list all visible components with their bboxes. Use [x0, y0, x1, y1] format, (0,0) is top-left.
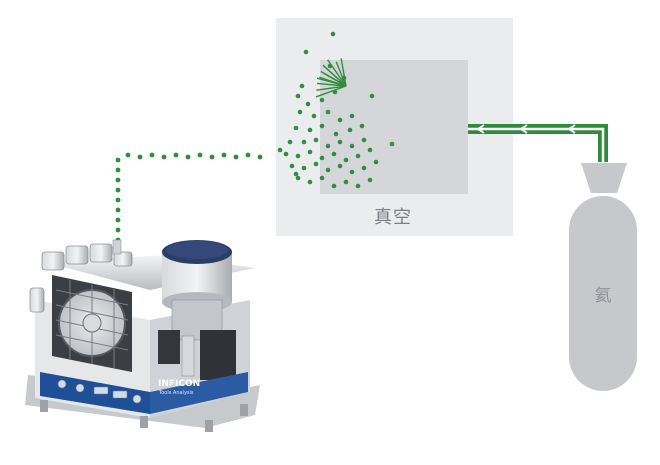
- helium-dot: [115, 207, 121, 213]
- helium-dot: [307, 149, 313, 155]
- burst-ray: [317, 82, 347, 87]
- helium-dot: [369, 93, 375, 99]
- helium-dot: [331, 151, 337, 157]
- helium-dot: [221, 152, 227, 158]
- helium-dot: [333, 131, 339, 137]
- burst-ray: [323, 72, 347, 87]
- helium-dot: [233, 154, 239, 160]
- helium-dot: [295, 93, 301, 99]
- instrument-subtitle: Tools Analysis: [158, 390, 194, 396]
- helium-dot: [367, 147, 373, 153]
- cylinder-label: 氦: [595, 286, 612, 306]
- helium-dot: [359, 123, 365, 129]
- helium-dot: [349, 143, 355, 149]
- burst-ray: [319, 76, 347, 87]
- burst-ray: [322, 64, 347, 87]
- burst-ray: [340, 58, 347, 87]
- instrument-brand: INFICON: [158, 379, 200, 389]
- helium-dot: [325, 143, 331, 149]
- leak-detector-instrument: INFICON Tools Analysis: [25, 239, 260, 432]
- flow-arrow-icon: [476, 124, 576, 134]
- helium-dot: [337, 139, 343, 145]
- helium-dot: [307, 127, 313, 133]
- helium-dot: [115, 187, 121, 193]
- helium-dot: [349, 169, 355, 175]
- helium-dot: [307, 179, 313, 185]
- helium-dot: [319, 97, 325, 103]
- helium-dot: [330, 31, 336, 37]
- helium-dot: [115, 227, 121, 233]
- helium-dot: [115, 197, 121, 203]
- helium-dot: [361, 137, 367, 143]
- helium-dot: [197, 152, 203, 158]
- helium-dot: [125, 152, 131, 158]
- chamber-label: 真空: [374, 207, 412, 228]
- helium-dot: [297, 109, 303, 115]
- helium-dot: [337, 163, 343, 169]
- helium-dot: [257, 154, 263, 160]
- helium-dot: [325, 167, 331, 173]
- helium-dot: [277, 147, 283, 153]
- helium-dot: [209, 154, 215, 160]
- helium-dot: [355, 153, 361, 159]
- helium-dot: [313, 137, 319, 143]
- helium-cylinder: 氦: [569, 163, 637, 391]
- helium-dot: [319, 175, 325, 181]
- helium-dot: [325, 109, 331, 115]
- helium-dot: [301, 165, 307, 171]
- helium-dot: [349, 113, 355, 119]
- helium-dot: [115, 177, 121, 183]
- helium-particles: [277, 31, 395, 189]
- helium-dot: [185, 154, 191, 160]
- helium-dot: [367, 177, 373, 183]
- helium-dot: [319, 155, 325, 161]
- helium-dot: [355, 183, 361, 189]
- helium-dot: [305, 101, 311, 107]
- helium-dot: [347, 127, 353, 133]
- burst-ray: [327, 59, 347, 87]
- helium-dot: [293, 125, 299, 131]
- helium-dot: [115, 167, 121, 173]
- helium-dot: [137, 154, 143, 160]
- helium-dot: [149, 152, 155, 158]
- helium-dot: [299, 83, 305, 89]
- helium-dot: [173, 152, 179, 158]
- helium-dot: [293, 171, 299, 177]
- helium-dot: [319, 123, 325, 129]
- burst-ray: [335, 61, 347, 87]
- helium-dot: [343, 179, 349, 185]
- helium-dot: [287, 139, 293, 145]
- burst-ray: [316, 85, 347, 91]
- helium-dot: [361, 165, 367, 171]
- helium-dot: [373, 159, 379, 165]
- helium-dot: [337, 117, 343, 123]
- helium-dot: [245, 152, 251, 158]
- helium-dot: [115, 157, 121, 163]
- helium-dot: [295, 153, 301, 159]
- helium-dot: [303, 49, 309, 55]
- helium-dot: [311, 113, 317, 119]
- particle-burst-rays: [315, 58, 347, 98]
- helium-dot: [301, 139, 307, 145]
- helium-dot: [331, 183, 337, 189]
- helium-dot: [343, 157, 349, 163]
- helium-flow-line: [468, 124, 608, 162]
- helium-dot: [289, 163, 295, 169]
- burst-ray: [315, 85, 347, 98]
- helium-dot: [313, 161, 319, 167]
- helium-dot: [161, 154, 167, 160]
- helium-dot: [283, 151, 289, 157]
- sampling-line-dots: [115, 152, 263, 243]
- helium-dot: [389, 141, 395, 147]
- helium-dot: [295, 175, 301, 181]
- helium-dot: [115, 217, 121, 223]
